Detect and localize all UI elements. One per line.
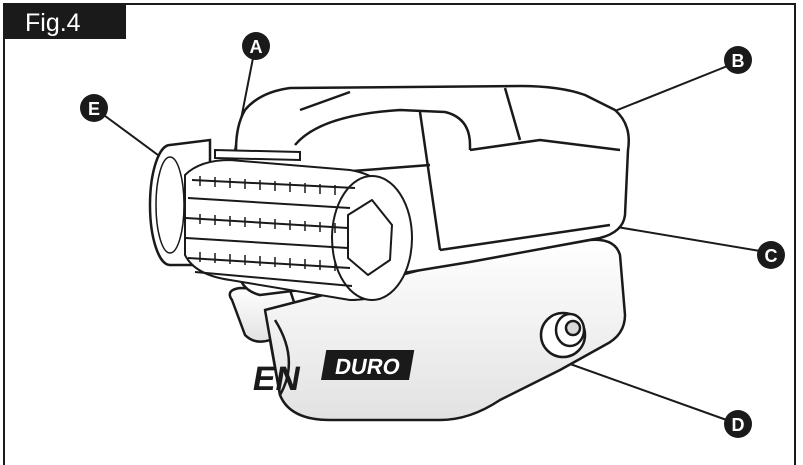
spindle-bar (214, 148, 301, 162)
callout-a: A (242, 32, 270, 60)
callout-c-letter: C (765, 246, 778, 266)
roller-ridges (185, 179, 356, 287)
leader-line-d (544, 354, 736, 424)
brand-prefix: EN (250, 360, 304, 398)
callout-e: E (80, 94, 108, 122)
brand-logo: EN DURO (250, 350, 415, 398)
figure-frame (3, 3, 796, 465)
brand-suffix: DURO (333, 354, 402, 379)
figure-label: Fig.4 (25, 9, 81, 37)
callout-b-letter: B (732, 51, 745, 71)
roller-teeth (199, 176, 336, 271)
figure-tab: Fig.4 (3, 3, 126, 39)
callout-d: D (724, 410, 752, 438)
brand-suffix-box (320, 350, 415, 380)
callout-b: B (724, 46, 752, 74)
callout-c: C (757, 241, 785, 269)
callout-a-letter: A (250, 37, 263, 57)
leader-line-c (604, 224, 773, 254)
side-knob (539, 311, 587, 359)
callout-d-letter: D (732, 415, 745, 435)
callout-e-letter: E (88, 99, 100, 119)
